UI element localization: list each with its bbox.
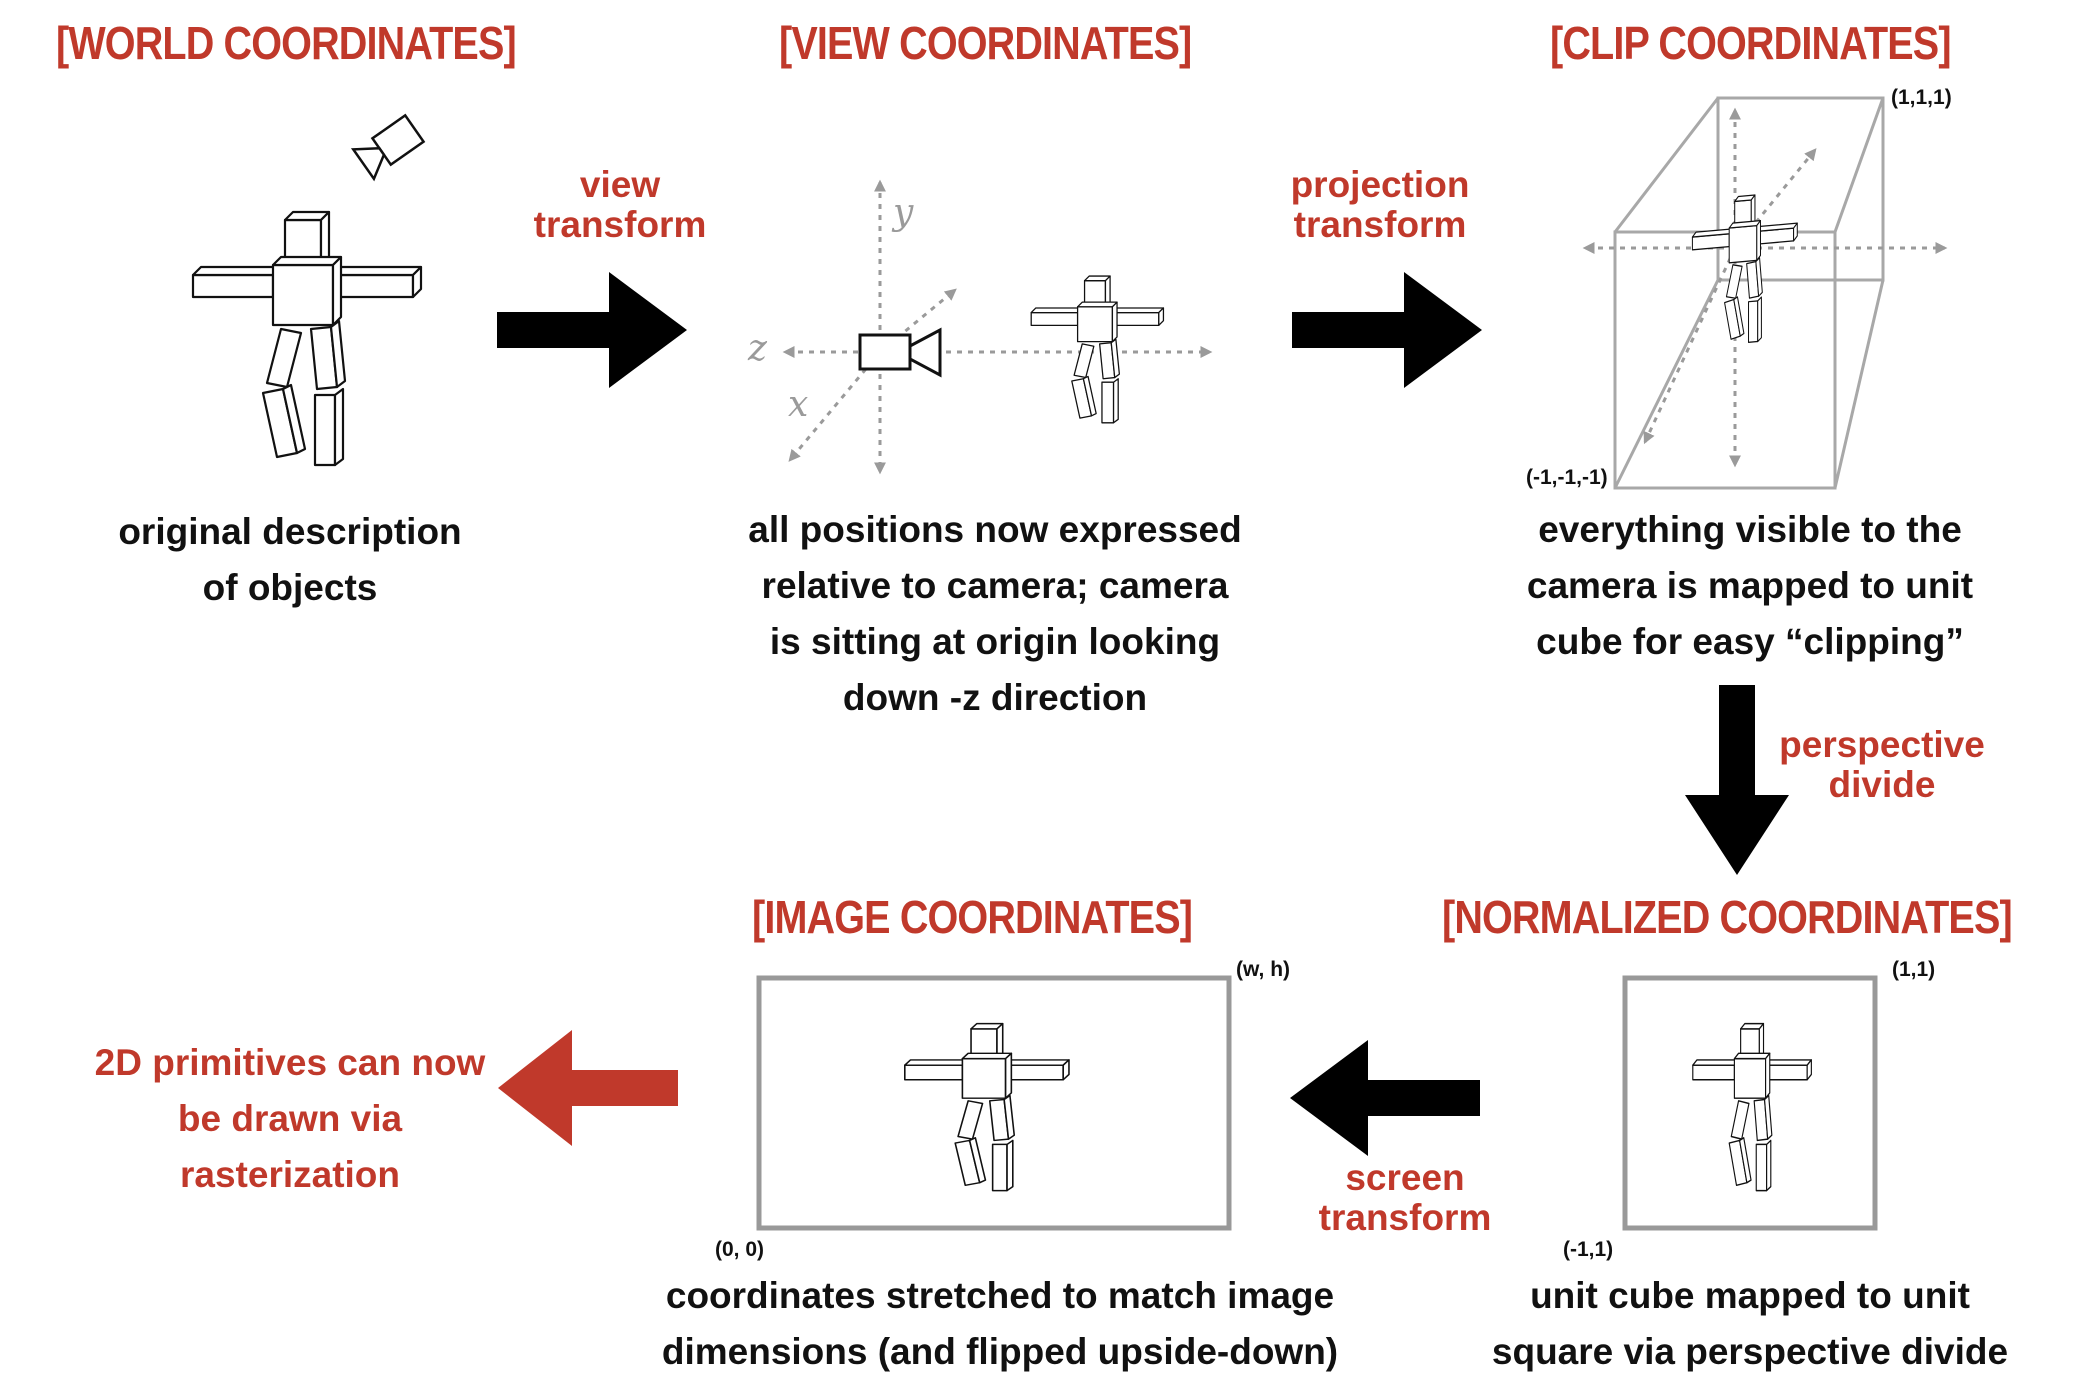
world-coordinates-title: [WORLD COORDINATES]: [56, 17, 517, 69]
axis-label-y: y: [893, 192, 914, 233]
robot-figure: [904, 1022, 1070, 1192]
image-frame-figure: [756, 975, 1232, 1231]
arrow-right-icon: [497, 272, 687, 388]
axis-label-z: z: [748, 328, 767, 369]
perspective-divide-label: perspective divide: [1779, 724, 1985, 805]
clip-caption: everything visible to the camera is mapp…: [1526, 509, 1974, 662]
arrow-down-icon: [1685, 685, 1789, 875]
camera-icon: [350, 113, 426, 182]
view-caption: all positions now expressed relative to …: [748, 509, 1242, 718]
image-caption: coordinates stretched to match image dim…: [661, 1275, 1339, 1372]
arrow-right-icon: [1292, 272, 1482, 388]
image-corner-max: (w, h): [1236, 958, 1291, 981]
final-note: 2D primitives can now be drawn via raste…: [94, 1042, 486, 1195]
arrow-left-icon: [498, 1030, 678, 1146]
normalized-coordinates-title: [NORMALIZED COORDINATES]: [1442, 891, 2013, 943]
view-transform-label: view transform: [533, 164, 707, 245]
normalized-corner-min: (-1,1): [1563, 1238, 1614, 1261]
image-corner-min: (0, 0): [715, 1238, 765, 1261]
world-figure: [191, 113, 426, 467]
arrow-left-icon: [1290, 1040, 1480, 1156]
clip-coordinates-title: [CLIP COORDINATES]: [1550, 17, 1951, 69]
camera-icon: [858, 327, 942, 378]
clip-corner-max: (1,1,1): [1891, 86, 1952, 109]
image-coordinates-title: [IMAGE COORDINATES]: [752, 891, 1193, 943]
robot-figure: [1692, 1022, 1813, 1192]
robot-figure: [1030, 275, 1165, 424]
robot-figure: [191, 210, 423, 467]
screen-transform-label: screen transform: [1318, 1157, 1492, 1238]
axis-label-x: x: [788, 384, 809, 425]
view-coordinates-title: [VIEW COORDINATES]: [779, 17, 1192, 69]
normalized-corner-max: (1,1): [1892, 958, 1936, 981]
normalized-caption: unit cube mapped to unit square via pers…: [1491, 1275, 2009, 1372]
view-figure: [782, 179, 1213, 475]
clip-cube-figure: [1582, 96, 1948, 490]
clip-corner-min: (-1,-1,-1): [1526, 466, 1608, 489]
projection-transform-label: projection transform: [1290, 164, 1470, 245]
robot-figure: [1691, 190, 1798, 348]
normalized-square-figure: [1622, 975, 1878, 1231]
world-caption: original description of objects: [118, 511, 462, 608]
